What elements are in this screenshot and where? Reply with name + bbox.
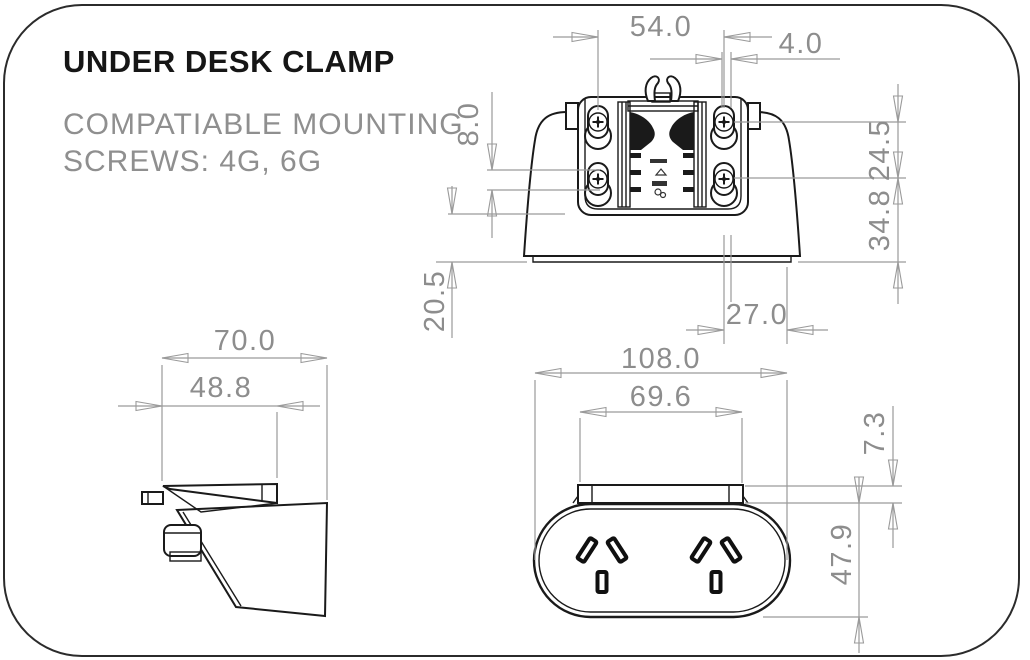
pin-slot-active <box>575 536 599 564</box>
socket-right <box>689 536 743 594</box>
pin-slot-earth <box>709 570 723 594</box>
side-body-outline <box>175 501 329 618</box>
subtitle-line-2: SCREWS: 4G, 6G <box>63 145 322 178</box>
outlet-body-outline <box>532 502 792 619</box>
dim-overall-width: 108.0 <box>621 343 701 375</box>
bracket-inner-rim <box>584 98 742 210</box>
side-top-plate <box>162 482 278 505</box>
clip-wing-right <box>669 112 694 150</box>
dim-slot-offset: 4.0 <box>779 28 824 60</box>
pin-slot-neutral <box>719 536 743 564</box>
dim-screw-to-edge: 27.0 <box>726 299 788 331</box>
front-view-dimensions: 54.0 4.0 8.0 20.5 24.5 34.8 <box>419 11 906 344</box>
panel-ticks <box>630 153 694 192</box>
header: UNDER DESK CLAMP COMPATIABLE MOUNTING SC… <box>63 44 464 178</box>
screw-top-left <box>584 105 612 150</box>
dim-top-plate: 48.8 <box>190 372 252 404</box>
left-side-tab <box>565 102 579 130</box>
cable-clip <box>627 75 699 150</box>
screw-bottom-right <box>710 162 738 207</box>
outlet-view-dimensions: 108.0 69.6 7.3 47.9 <box>534 343 902 653</box>
outlet-mount-tab <box>572 484 749 504</box>
pin-slot-active <box>689 536 713 564</box>
outlet-view: 108.0 69.6 7.3 47.9 <box>532 343 902 653</box>
clamp-base-strip <box>532 255 792 263</box>
dim-tab-width: 69.6 <box>630 381 692 413</box>
screw-top-right <box>710 105 738 150</box>
dim-overall-depth: 70.0 <box>214 325 276 357</box>
side-view-dimensions: 70.0 48.8 <box>118 325 328 500</box>
page-border <box>3 4 1020 657</box>
clip-hook-right <box>666 75 682 102</box>
right-side-tab <box>747 102 761 130</box>
dim-body-height: 47.9 <box>826 523 858 585</box>
socket-left <box>575 536 629 594</box>
side-front-lip <box>141 491 164 505</box>
dim-slot-length: 8.0 <box>453 102 485 147</box>
side-view: 70.0 48.8 <box>118 325 329 618</box>
pin-slot-neutral <box>605 536 629 564</box>
subtitle-line-1: COMPATIABLE MOUNTING <box>63 108 464 141</box>
plate-underside <box>162 485 279 513</box>
dim-row-to-base: 34.8 <box>864 189 896 251</box>
front-view: 54.0 4.0 8.0 20.5 24.5 34.8 <box>419 11 906 344</box>
clip-wing-left <box>630 112 655 150</box>
mounting-screws <box>584 105 738 207</box>
dim-base-drop: 20.5 <box>419 270 451 332</box>
page-title: UNDER DESK CLAMP <box>63 44 395 79</box>
outlet-body-inner-line <box>538 508 786 613</box>
dim-screw-span: 54.0 <box>630 11 692 43</box>
screw-bottom-left <box>584 162 612 207</box>
dim-screw-rows: 24.5 <box>864 119 896 181</box>
clip-hook-left <box>644 75 660 102</box>
dim-tab-height: 7.3 <box>859 411 891 456</box>
certification-marks <box>650 159 668 199</box>
pin-slot-earth <box>595 570 609 594</box>
side-clip-boss <box>163 524 202 562</box>
